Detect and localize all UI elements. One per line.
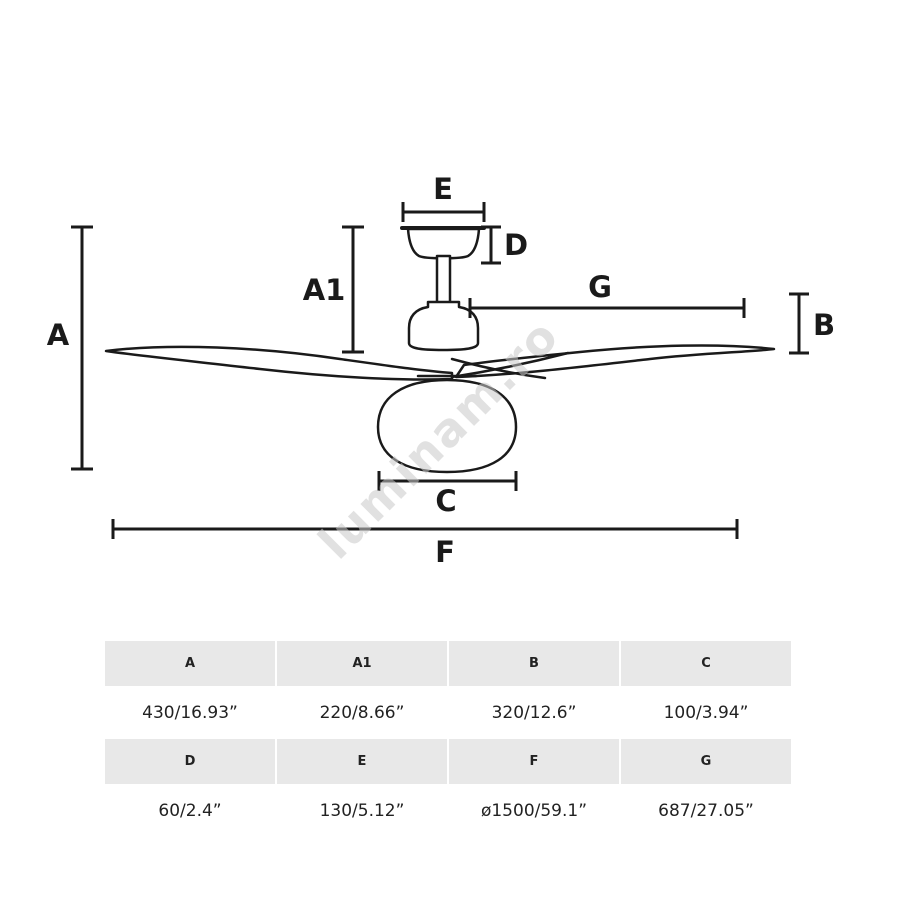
dimension-g-label: G (588, 270, 612, 304)
header-cell-a: A (105, 641, 275, 686)
value-cell-c: 100/3.94” (621, 686, 791, 739)
dimension-f (111, 519, 739, 539)
fan-blade-rear-edge-2 (450, 357, 547, 380)
fan-light-globe (376, 378, 518, 474)
value-cell-f: ø1500/59.1” (449, 784, 619, 837)
dimension-c (377, 471, 518, 491)
value-cell-d: 60/2.4” (105, 784, 275, 837)
fan-drawing (104, 226, 776, 474)
fan-blade-left (104, 345, 454, 381)
dimension-a1 (342, 225, 364, 354)
dimension-table: A A1 B C 430/16.93” 220/8.66” 320/12.6” … (105, 641, 791, 837)
header-cell-c: C (621, 641, 791, 686)
dimension-b-label: B (813, 308, 835, 342)
dimension-a1-label: A1 (303, 273, 346, 307)
dimension-a (71, 225, 93, 471)
header-cell-d: D (105, 739, 275, 784)
dimension-f-label: F (435, 535, 455, 569)
fan-motor-housing (407, 300, 480, 352)
fan-downrod (435, 254, 452, 306)
value-cell-g: 687/27.05” (621, 784, 791, 837)
header-cell-b: B (449, 641, 619, 686)
fan-canopy (406, 227, 481, 260)
header-cell-a1: A1 (277, 641, 447, 686)
table-header-row-1: A A1 B C (105, 641, 791, 686)
dimension-d (481, 225, 501, 265)
header-cell-f: F (449, 739, 619, 784)
dimension-e-label: E (433, 172, 453, 206)
fan-dimension-diagram: A A1 E D G B C F luminam.ro (47, 172, 835, 569)
dimension-b (789, 292, 809, 355)
dimension-lines (71, 202, 809, 539)
value-cell-e: 130/5.12” (277, 784, 447, 837)
table-value-row-1: 430/16.93” 220/8.66” 320/12.6” 100/3.94” (105, 686, 791, 739)
dimension-d-label: D (504, 228, 528, 262)
value-cell-a: 430/16.93” (105, 686, 275, 739)
dimension-c-label: C (435, 484, 456, 518)
table-header-row-2: D E F G (105, 739, 791, 784)
dimension-g (468, 298, 746, 318)
header-cell-g: G (621, 739, 791, 784)
header-cell-e: E (277, 739, 447, 784)
value-cell-a1: 220/8.66” (277, 686, 447, 739)
table-value-row-2: 60/2.4” 130/5.12” ø1500/59.1” 687/27.05” (105, 784, 791, 837)
dimension-e (401, 202, 486, 222)
value-cell-b: 320/12.6” (449, 686, 619, 739)
dimension-a-label: A (47, 318, 70, 352)
